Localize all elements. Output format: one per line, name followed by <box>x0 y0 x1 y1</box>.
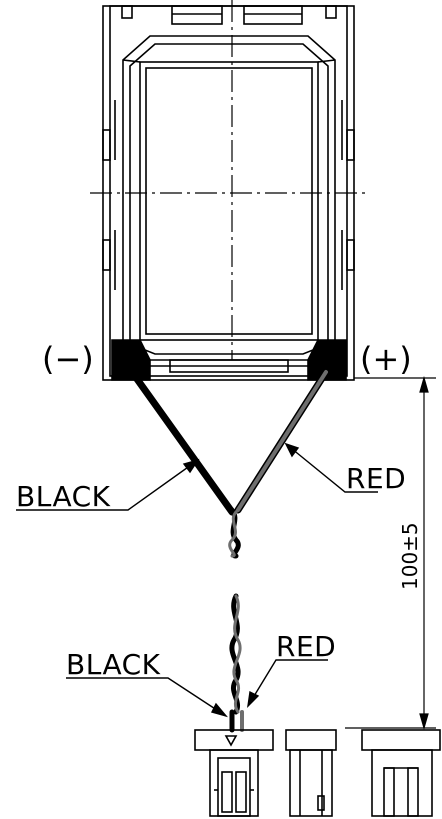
positive-terminal <box>307 339 347 381</box>
black-wire-label-lower: BLACK <box>66 648 161 681</box>
black-wire-label-upper: BLACK <box>16 480 111 513</box>
connector-front <box>194 729 274 817</box>
twisted-pair-upper <box>228 507 241 559</box>
wires-upper <box>128 368 330 516</box>
negative-terminal <box>111 339 151 381</box>
center-lines <box>90 0 370 360</box>
negative-polarity-label: (−) <box>42 340 94 378</box>
terminal-tabs <box>111 339 347 381</box>
length-dimension-label: 100±5 <box>398 522 422 590</box>
red-wire-label-lower: RED <box>276 630 336 663</box>
twisted-pair-lower <box>229 593 244 733</box>
leader-lines <box>16 442 378 718</box>
connector-side <box>285 729 337 817</box>
length-dimension <box>345 375 436 731</box>
positive-polarity-label: (+) <box>360 340 412 378</box>
connector-back <box>361 729 441 817</box>
black-wire-upper <box>128 368 236 516</box>
red-wire-label-upper: RED <box>346 462 406 495</box>
